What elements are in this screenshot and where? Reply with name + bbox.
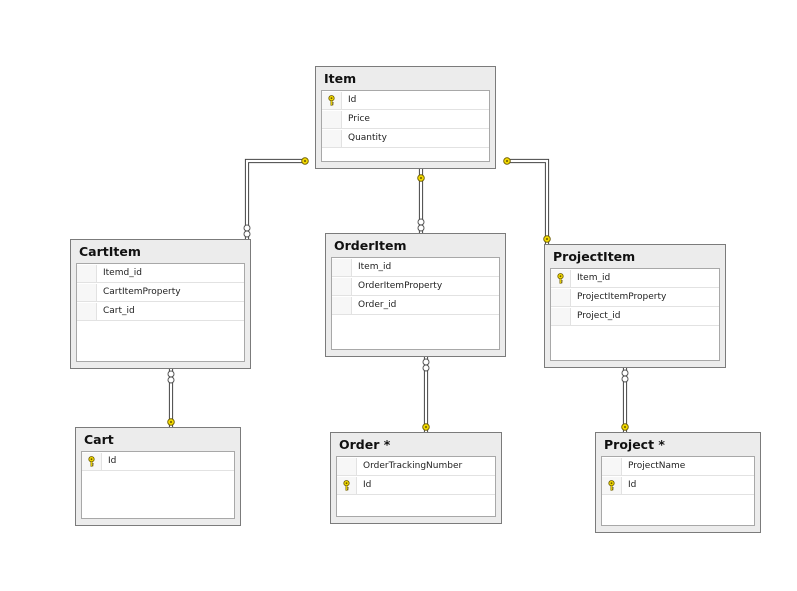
column-row[interactable]: Quantity <box>322 129 489 148</box>
one-end-key-icon <box>167 418 175 426</box>
primary-key-icon <box>87 455 96 467</box>
primary-key-icon <box>342 479 351 491</box>
column-row[interactable]: Id <box>322 91 489 110</box>
many-end-marker <box>417 218 425 232</box>
many-end-marker <box>243 224 251 238</box>
column-label: Order_id <box>358 300 397 310</box>
column-row[interactable]: ProjectItemProperty <box>551 288 719 307</box>
relationship-line[interactable] <box>621 368 629 432</box>
column-label: Project_id <box>577 311 621 321</box>
key-selector <box>82 452 102 470</box>
column-label: Itemd_id <box>103 268 142 278</box>
column-row[interactable]: CartItemProperty <box>77 283 244 302</box>
row-selector <box>602 457 622 475</box>
column-row[interactable]: Itemd_id <box>77 264 244 283</box>
primary-key-icon <box>556 272 565 284</box>
column-label: ProjectName <box>628 461 686 471</box>
column-label: Id <box>108 456 117 466</box>
row-selector <box>337 457 357 475</box>
column-label: CartItemProperty <box>103 287 181 297</box>
column-row[interactable]: Cart_id <box>77 302 244 321</box>
table-title: ProjectItem <box>553 249 636 264</box>
relationship-line[interactable] <box>167 369 175 427</box>
row-selector <box>332 277 352 295</box>
primary-key-icon <box>607 479 616 491</box>
column-label: Item_id <box>358 262 392 272</box>
relationship-line[interactable] <box>422 357 430 432</box>
key-selector <box>337 476 357 494</box>
many-end-marker <box>621 369 629 383</box>
column-label: OrderTrackingNumber <box>363 461 463 471</box>
relationship-line[interactable] <box>243 157 309 239</box>
relationship-line[interactable] <box>503 157 551 244</box>
one-end-key-icon <box>503 157 511 165</box>
column-row[interactable]: Id <box>602 476 754 495</box>
column-label: Item_id <box>577 273 611 283</box>
one-end-key-icon <box>301 157 309 165</box>
table-title: Cart <box>84 432 114 447</box>
column-row[interactable]: Id <box>82 452 234 471</box>
column-label: ProjectItemProperty <box>577 292 667 302</box>
key-selector <box>602 476 622 494</box>
row-selector <box>77 302 97 320</box>
column-label: Cart_id <box>103 306 135 316</box>
column-row[interactable]: OrderItemProperty <box>332 277 499 296</box>
column-row[interactable]: ProjectName <box>602 457 754 476</box>
column-row[interactable]: Price <box>322 110 489 129</box>
column-grid: Id <box>81 451 235 519</box>
table-title: CartItem <box>79 244 141 259</box>
row-selector <box>322 110 342 128</box>
one-end-key-icon <box>543 235 551 243</box>
table-title: Order * <box>339 437 391 452</box>
relationship-line[interactable] <box>417 169 425 233</box>
one-end-key-icon <box>417 174 425 182</box>
many-end-marker <box>167 370 175 384</box>
one-end-key-icon <box>422 423 430 431</box>
one-end-key-icon <box>621 423 629 431</box>
column-label: Id <box>348 95 357 105</box>
column-label: Quantity <box>348 133 387 143</box>
key-selector <box>322 91 342 109</box>
row-selector <box>322 129 342 147</box>
column-label: Id <box>628 480 637 490</box>
column-label: OrderItemProperty <box>358 281 443 291</box>
key-selector <box>551 269 571 287</box>
column-row[interactable]: Item_id <box>551 269 719 288</box>
column-row[interactable]: Project_id <box>551 307 719 326</box>
table-title: Item <box>324 71 357 86</box>
primary-key-icon <box>327 94 336 106</box>
column-row[interactable]: Order_id <box>332 296 499 315</box>
row-selector <box>551 288 571 306</box>
table-title: Project * <box>604 437 665 452</box>
column-row[interactable]: Id <box>337 476 495 495</box>
column-row[interactable]: OrderTrackingNumber <box>337 457 495 476</box>
row-selector <box>77 283 97 301</box>
table-title: OrderItem <box>334 238 407 253</box>
column-label: Price <box>348 114 370 124</box>
row-selector <box>551 307 571 325</box>
row-selector <box>332 296 352 314</box>
many-end-marker <box>422 358 430 372</box>
column-label: Id <box>363 480 372 490</box>
row-selector <box>332 258 352 276</box>
column-row[interactable]: Item_id <box>332 258 499 277</box>
row-selector <box>77 264 97 282</box>
